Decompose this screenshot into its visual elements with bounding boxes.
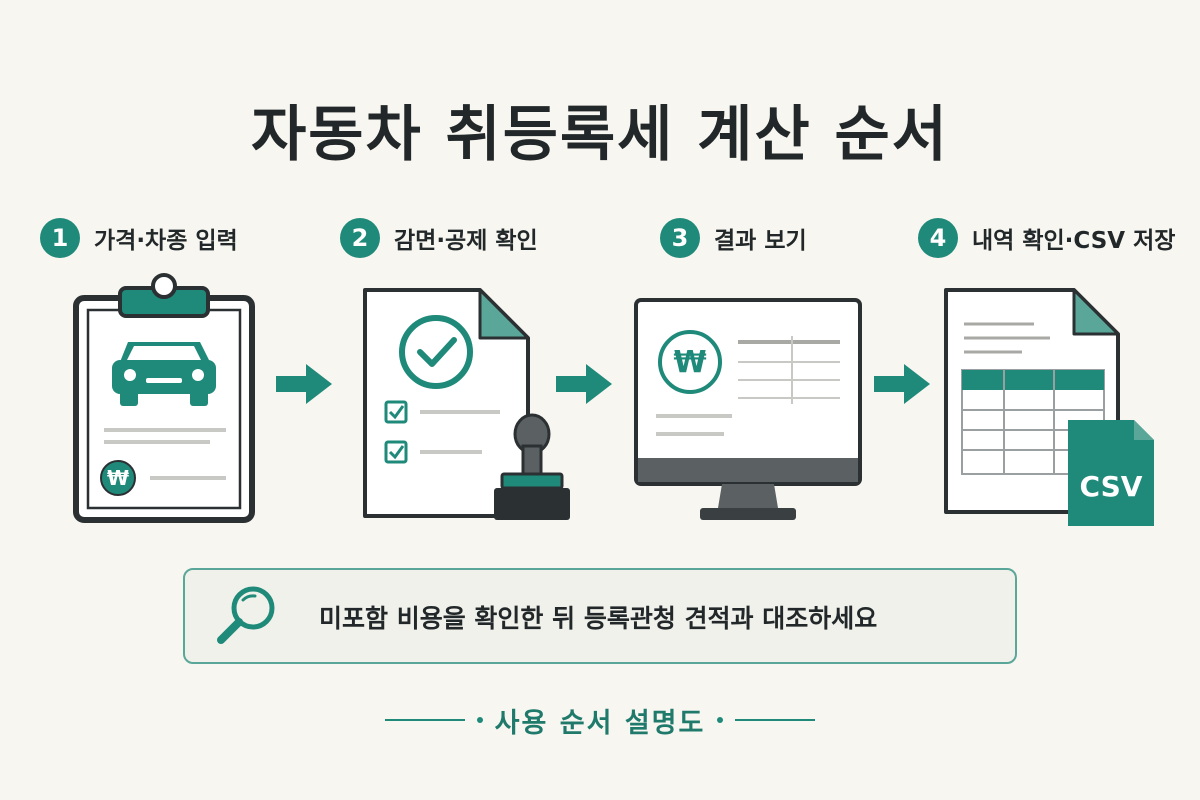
step-1-header: 1 가격·차종 입력 bbox=[40, 218, 238, 258]
step-2-header: 2 감면·공제 확인 bbox=[340, 218, 538, 258]
step-3-number: 3 bbox=[660, 218, 700, 258]
step-4-label: 내역 확인·CSV 저장 bbox=[972, 228, 1176, 254]
step-1-label: 가격·차종 입력 bbox=[94, 228, 238, 254]
tip-text: 미포함 비용을 확인한 뒤 등록관청 견적과 대조하세요 bbox=[319, 604, 878, 633]
arrow-right-icon-3 bbox=[874, 364, 930, 404]
arrow-right-icon-2 bbox=[556, 364, 612, 404]
magnifier-icon bbox=[217, 586, 275, 644]
step-3-label: 결과 보기 bbox=[714, 228, 807, 254]
won-symbol-1: ₩ bbox=[107, 466, 129, 490]
step-4-header: 4 내역 확인·CSV 저장 bbox=[918, 218, 1175, 258]
caption-line-right bbox=[735, 719, 816, 721]
caption: 사용 순서 설명도 bbox=[494, 707, 706, 739]
step-2-label: 감면·공제 확인 bbox=[394, 228, 538, 254]
page-title: 자동차 취등록세 계산 순서 bbox=[251, 100, 949, 170]
monitor-result-icon: ₩ bbox=[634, 298, 862, 520]
clipboard-car-icon: ₩ bbox=[73, 273, 255, 523]
won-symbol-3: ₩ bbox=[673, 345, 706, 380]
tip-box: 미포함 비용을 확인한 뒤 등록관청 견적과 대조하세요 bbox=[183, 568, 1017, 664]
csv-label: CSV bbox=[1080, 470, 1143, 503]
step-4-number: 4 bbox=[918, 218, 958, 258]
spreadsheet-csv-icon: CSV bbox=[944, 288, 1154, 526]
step-1-number: 1 bbox=[40, 218, 80, 258]
caption-line-left bbox=[384, 719, 465, 721]
document-check-stamp-icon bbox=[363, 288, 570, 520]
caption-row: 사용 순서 설명도 bbox=[0, 700, 1200, 740]
arrow-right-icon-1 bbox=[276, 364, 332, 404]
step-2-number: 2 bbox=[340, 218, 380, 258]
caption-dot-left bbox=[476, 717, 483, 723]
step-3-header: 3 결과 보기 bbox=[660, 218, 807, 258]
caption-dot-right bbox=[717, 717, 724, 723]
